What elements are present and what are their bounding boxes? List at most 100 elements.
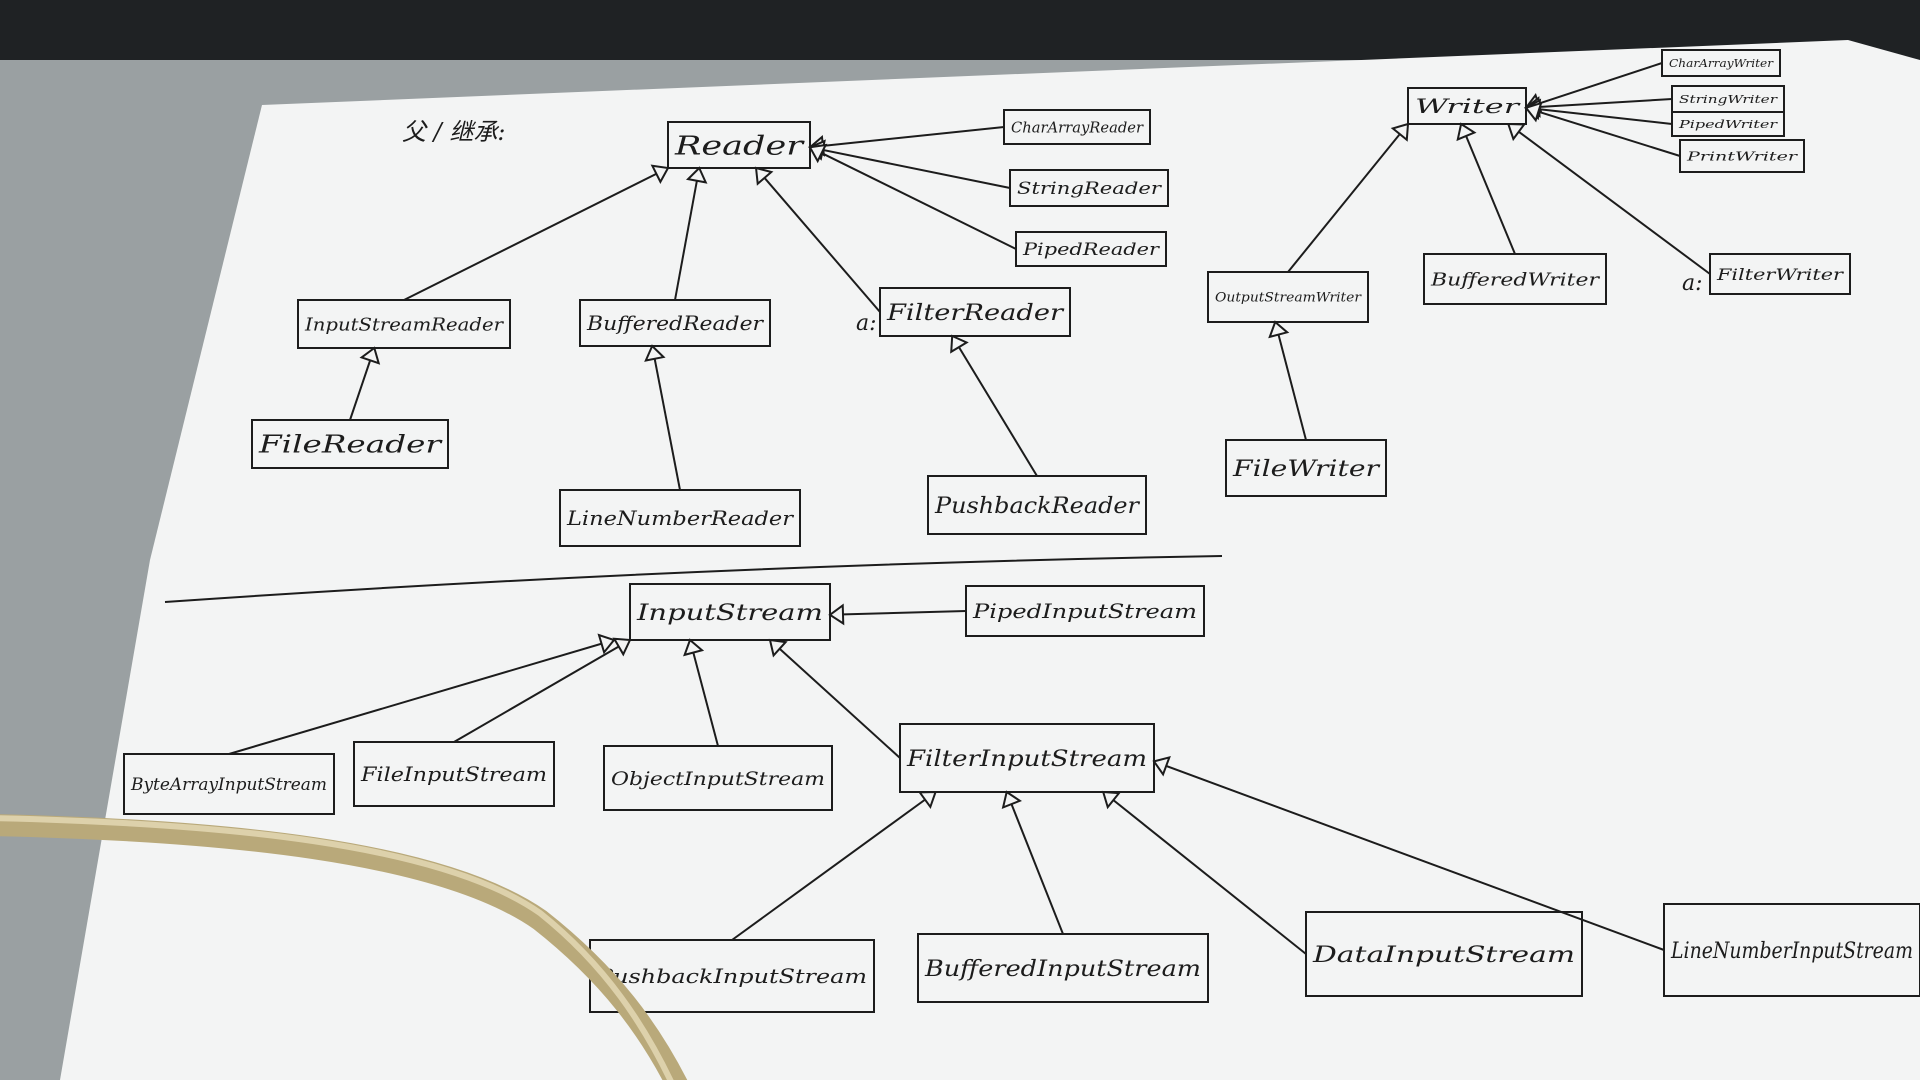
class-box-border [559,489,801,547]
class-name: CharArrayReader [1011,118,1144,136]
class-box-output-stream-writer: OutputStreamWriter [1207,271,1369,323]
class-name: Writer [1415,94,1521,118]
class-box-line-number-reader: LineNumberReader [559,489,801,547]
class-name: PipedReader [1022,240,1160,260]
generalization-arrowhead [597,633,616,655]
class-name: DataInputStream [1312,943,1575,968]
class-box-border [1003,109,1151,145]
class-box-line-number-input-stream: LineNumberInputStream [1663,903,1920,997]
class-name: PushbackReader [934,494,1141,519]
class-box-input-stream-reader: InputStreamReader [297,299,511,349]
section-divider [164,555,1223,603]
class-name: BufferedInputStream [924,957,1201,982]
class-name: StringReader [1017,179,1162,199]
class-name: PipedInputStream [972,599,1197,623]
class-box-piped-reader: PipedReader [1015,231,1167,267]
class-name: BufferedReader [586,311,765,335]
class-box-file-reader: FileReader [251,419,449,469]
generalization-arrowhead [828,603,845,626]
class-name: LineNumberReader [566,506,795,530]
class-name: FileWriter [1232,457,1381,482]
usb-cable-highlight [0,815,674,1080]
class-name: BufferedWriter [1430,269,1601,290]
inheritance-line [453,639,631,743]
inheritance-line [755,167,881,313]
class-box-byte-array-input-stream: ByteArrayInputStream [123,753,335,815]
class-box-buffered-reader: BufferedReader [579,299,771,347]
class-box-border [965,585,1205,637]
class-box-char-array-reader: CharArrayReader [1003,109,1151,145]
inheritance-line [1287,123,1409,273]
class-box-border [1407,87,1527,125]
generalization-arrowhead [1524,101,1543,123]
class-box-border [353,741,555,807]
class-box-buffered-writer: BufferedWriter [1423,253,1607,305]
inheritance-line [1525,106,1673,125]
class-name: OutputStreamWriter [1215,291,1362,306]
class-box-piped-input-stream: PipedInputStream [965,585,1205,637]
class-box-border [1305,911,1583,997]
generalization-arrowhead [768,638,788,658]
class-box-filter-reader: FilterReader [879,287,1071,337]
inheritance-line [1005,791,1064,935]
inheritance-line [1460,123,1516,255]
class-name: FilterWriter [1716,265,1845,284]
paper-sheet [60,40,1920,1080]
inheritance-line [1274,321,1307,441]
class-name: LineNumberInputStream [1670,939,1913,964]
class-name: InputStreamReader [304,314,505,335]
inheritance-line [809,146,1011,189]
class-box-piped-writer: PipedWriter [1671,111,1785,137]
class-box-pushback-reader: PushbackReader [927,475,1147,535]
generalization-arrowhead [1152,756,1171,777]
inheritance-line [731,791,937,941]
inheritance-line [1525,98,1673,109]
class-box-border [1709,253,1851,295]
inheritance-line [689,639,719,747]
inheritance-line [674,167,701,301]
class-box-border [899,723,1155,793]
generalization-arrowhead [685,166,708,184]
class-box-border [123,753,335,815]
class-box-filter-writer: FilterWriter [1709,253,1851,295]
class-box-border [1663,903,1920,997]
filter-writer-abstract-marker: a: [1682,271,1703,296]
class-box-writer: Writer [1407,87,1527,125]
generalization-arrowhead [683,638,705,657]
inheritance-edges [228,62,1711,955]
inheritance-line [1525,62,1663,109]
class-box-border [579,299,771,347]
inheritance-line [809,146,1017,250]
class-box-data-input-stream: DataInputStream [1305,911,1583,997]
generalization-arrowhead [359,346,381,365]
class-box-border [879,287,1071,337]
class-box-string-reader: StringReader [1009,169,1169,207]
class-box-border [1423,253,1607,305]
class-box-border [251,419,449,469]
class-box-filter-input-stream: FilterInputStream [899,723,1155,793]
generalization-arrowhead [1456,122,1477,142]
class-name: ByteArrayInputStream [130,775,327,795]
generalization-arrowhead [754,166,774,186]
inheritance-line [1525,106,1681,157]
inheritance-line [829,610,967,616]
class-box-border [927,475,1147,535]
dark-top-edge [0,0,1920,60]
class-box-border [1661,49,1781,77]
class-box-object-input-stream: ObjectInputStream [603,745,833,811]
class-box-file-input-stream: FileInputStream [353,741,555,807]
class-box-input-stream: InputStream [629,583,831,641]
generalization-arrowhead [950,334,969,354]
class-box-border [1225,439,1387,497]
inheritance-line [228,639,615,755]
class-name: InputStream [636,601,823,626]
class-name: FilterReader [886,301,1065,326]
class-box-border [603,745,833,811]
generalization-arrowhead [650,164,670,185]
class-name: PushbackInputStream [596,964,867,988]
inheritance-line [1153,760,1665,951]
class-name: CharArrayWriter [1669,57,1774,70]
class-box-file-writer: FileWriter [1225,439,1387,497]
class-box-border [1207,271,1369,323]
